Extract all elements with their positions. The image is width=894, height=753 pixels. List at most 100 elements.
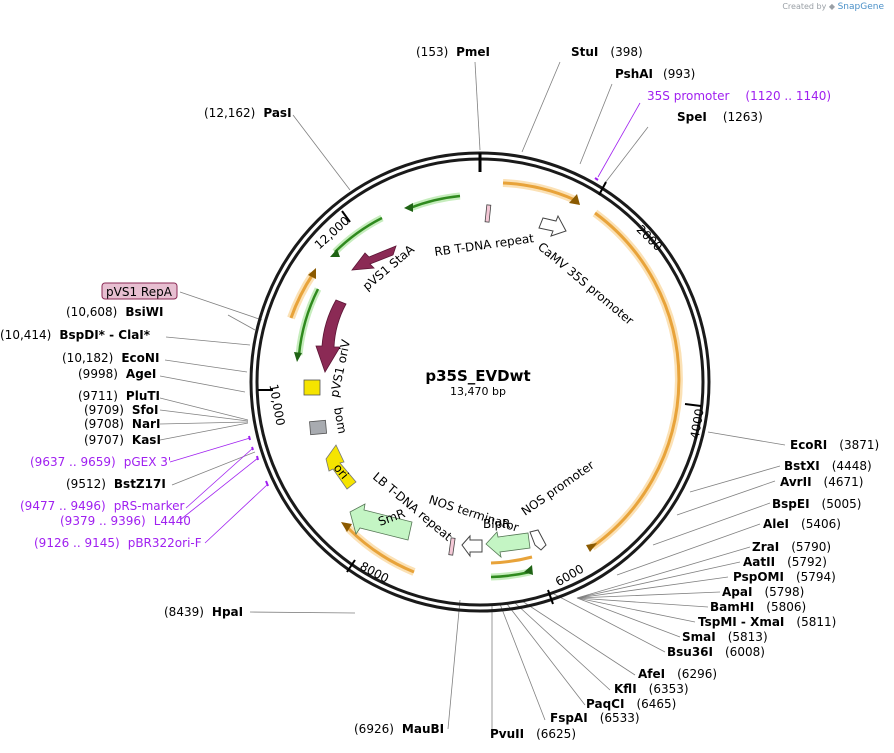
leader-ecori <box>707 431 786 446</box>
enz-pos: (153) <box>416 45 448 59</box>
svg-text:ZraI(5790): ZraI(5790) <box>752 540 831 554</box>
enz-pos: (993) <box>663 67 695 81</box>
enz-pos: (5813) <box>728 630 768 644</box>
leader-kasi <box>159 422 249 441</box>
enz-name: BstXI <box>784 459 820 473</box>
primer-pos: (9637 .. 9659) <box>30 455 116 469</box>
enzyme-labels: (153) PmeI StuI(398) PshAI(993) SpeI(126… <box>0 45 879 741</box>
snapgene-credit: Created by ◆ SnapGene <box>782 2 884 12</box>
leader-avrii <box>676 480 776 516</box>
svg-text:SpeI(1263): SpeI(1263) <box>677 110 763 124</box>
blpr-arrow <box>485 531 531 559</box>
leader-smai <box>576 597 681 638</box>
enz-name: AatII <box>743 555 775 569</box>
arc-nos-orf <box>490 555 533 565</box>
leader-bsu36i <box>551 592 666 653</box>
ruler-4000: 4000 <box>688 408 707 441</box>
enz-name: PluTI <box>126 389 160 403</box>
svg-text:PshAI(993): PshAI (993) <box>615 67 695 81</box>
primer-labels: 35S promoter(1120 .. 1140) (9637 .. 9659… <box>20 89 831 550</box>
svg-text:(10,182)EcoNI: (10,182)EcoNI <box>62 351 159 365</box>
enz-name: KasI <box>132 433 161 447</box>
enz-name: SpeI <box>677 110 707 124</box>
enz-name: SfoI <box>132 403 159 417</box>
ruler-8000: 8000 <box>358 559 392 586</box>
enz-name: AfeI <box>638 667 665 681</box>
enz-pos: (12,162) <box>204 106 255 120</box>
bom-box <box>309 419 328 436</box>
svg-text:(12,162)PasI: (12,162)PasI <box>204 106 292 120</box>
svg-text:AfeI(6296): AfeI(6296) <box>638 667 717 681</box>
svg-text:(153) PmeI: (153) PmeI <box>416 45 490 59</box>
leader-pbr322 <box>204 483 269 544</box>
leader-nari <box>159 421 249 425</box>
leader-hpai <box>249 611 356 614</box>
pvs1-oriv-arrow <box>315 299 347 373</box>
credit-brand: SnapGene <box>837 2 884 12</box>
arc-bottom-orf <box>346 526 415 574</box>
leader-stui <box>521 61 561 153</box>
enz-pos: (9709) <box>84 403 124 417</box>
svg-text:BstXI(4448): BstXI(4448) <box>784 459 872 473</box>
enz-name: PshAI <box>615 67 653 81</box>
leader-bspei <box>652 502 771 546</box>
leader-agei <box>159 375 246 393</box>
enz-pos: (10,414) <box>0 328 51 342</box>
arc-halo-2 <box>589 209 683 551</box>
primer-leaders <box>169 102 641 544</box>
primer-pos: (1120 .. 1140) <box>745 89 831 103</box>
leader-bamhi <box>576 597 709 608</box>
svg-text:SmaI(5813): SmaI (5813) <box>682 630 768 644</box>
arc-right-orf <box>591 211 681 549</box>
leader-zrai <box>576 546 751 599</box>
svg-text:PaqCI(6465): PaqCI(6465) <box>586 697 676 711</box>
svg-text:(9477 .. 9496)pRS-marker: (9477 .. 9496)pRS-marker <box>20 499 184 513</box>
svg-text:(9708)NarI: (9708)NarI <box>84 417 160 431</box>
primer-marks <box>248 177 599 487</box>
enz-name: StuI <box>571 45 598 59</box>
leader-repa <box>179 291 263 321</box>
leader-sfoi <box>159 409 249 422</box>
enz-pos: (4671) <box>824 475 864 489</box>
leader-econi <box>164 359 248 373</box>
head-left-orf <box>308 268 316 279</box>
primer-name: pGEX 3' <box>124 455 171 469</box>
tick-2000-hint <box>598 181 607 196</box>
svg-text:(9711)PluTI: (9711) PluTI <box>78 389 160 403</box>
svg-text:(10,608)BsiWI: (10,608)BsiWI <box>66 305 163 319</box>
enz-name: PvuII <box>490 727 524 741</box>
enz-name: SmaI <box>682 630 716 644</box>
svg-text:PvuII(6625): PvuII(6625) <box>490 727 576 741</box>
enz-pos: (8439) <box>164 605 204 619</box>
enz-name: PaqCI <box>586 697 624 711</box>
ruler-labels: 2000 4000 6000 8000 10,000 12,000 <box>266 214 706 589</box>
enz-name: EcoRI <box>790 438 827 452</box>
green-heads <box>294 203 533 575</box>
enz-name: ApaI <box>722 585 752 599</box>
enz-name: NarI <box>132 417 161 431</box>
head-right-orf <box>586 543 597 552</box>
leader-spei <box>604 126 649 184</box>
enz-name: PmeI <box>456 45 490 59</box>
svg-text:(9379 .. 9396)L4440: (9379 .. 9396)L4440 <box>60 514 191 528</box>
enz-name: EcoNI <box>121 351 159 365</box>
leader-pasi <box>292 114 351 191</box>
enz-pos: (9711) <box>78 389 118 403</box>
ruler-10000: 10,000 <box>266 383 287 427</box>
leader-tspmi <box>576 597 696 623</box>
primer-pos: (9477 .. 9496) <box>20 499 106 513</box>
leader-alei <box>616 523 761 576</box>
leader-fspai <box>499 603 546 721</box>
enz-name: Bsu36I <box>667 645 713 659</box>
leader-prs <box>185 447 254 509</box>
enz-name: MauBI <box>402 722 444 736</box>
svg-text:(9637 .. 9659)pGEX 3': (9637 .. 9659) pGEX 3' <box>30 455 171 469</box>
leader-paqci <box>506 603 586 706</box>
arc-upperleft-green <box>334 216 383 253</box>
leader-pgex <box>169 437 251 463</box>
enz-pos: (5792) <box>787 555 827 569</box>
svg-text:PspOMI(5794): PspOMI(5794) <box>733 570 836 584</box>
svg-text:(9512)BstZ17I: (9512)BstZ17I <box>66 477 166 491</box>
svg-text:(10,414)BspDI* - ClaI*: (10,414)BspDI* - ClaI* <box>0 328 151 342</box>
svg-text:(9998)AgeI: (9998)AgeI <box>78 367 156 381</box>
